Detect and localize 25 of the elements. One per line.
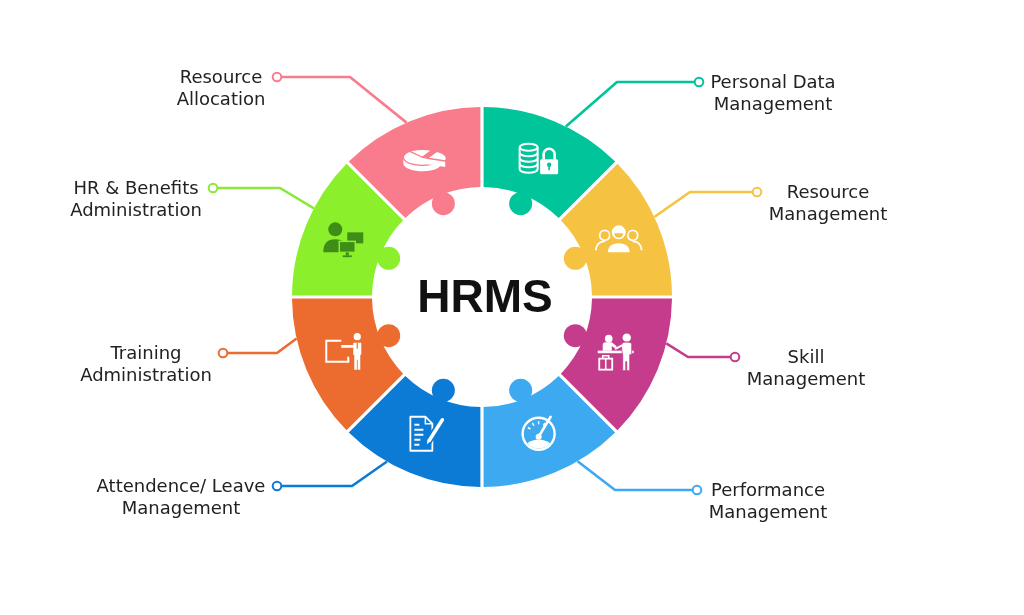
leader-line	[271, 460, 388, 492]
leader-line	[565, 76, 705, 128]
leader-line	[653, 186, 763, 219]
module-label: Performance Management	[705, 479, 831, 523]
puzzle-segment	[483, 107, 616, 219]
leader-line	[271, 71, 408, 124]
module-label: HR & Benefits Administration	[67, 177, 205, 221]
puzzle-segment	[292, 298, 404, 431]
module-label: Training Administration	[77, 342, 215, 386]
leader-line	[665, 342, 741, 363]
module-label: Skill Management	[743, 346, 869, 390]
hub-title: HRMS	[417, 273, 553, 319]
puzzle-segment	[560, 163, 672, 296]
module-label: Personal Data Management	[707, 71, 839, 115]
module-label: Resource Allocation	[173, 66, 269, 110]
module-label: Attendence/ Leave Management	[93, 475, 269, 519]
module-label: Resource Management	[765, 181, 891, 225]
leader-line	[576, 460, 703, 496]
leader-line	[207, 182, 315, 210]
puzzle-segment	[292, 163, 404, 296]
puzzle-segment	[560, 298, 672, 431]
leader-line	[217, 337, 298, 359]
puzzle-segment	[348, 107, 481, 219]
puzzle-segment	[483, 375, 616, 487]
puzzle-segment	[348, 375, 481, 487]
